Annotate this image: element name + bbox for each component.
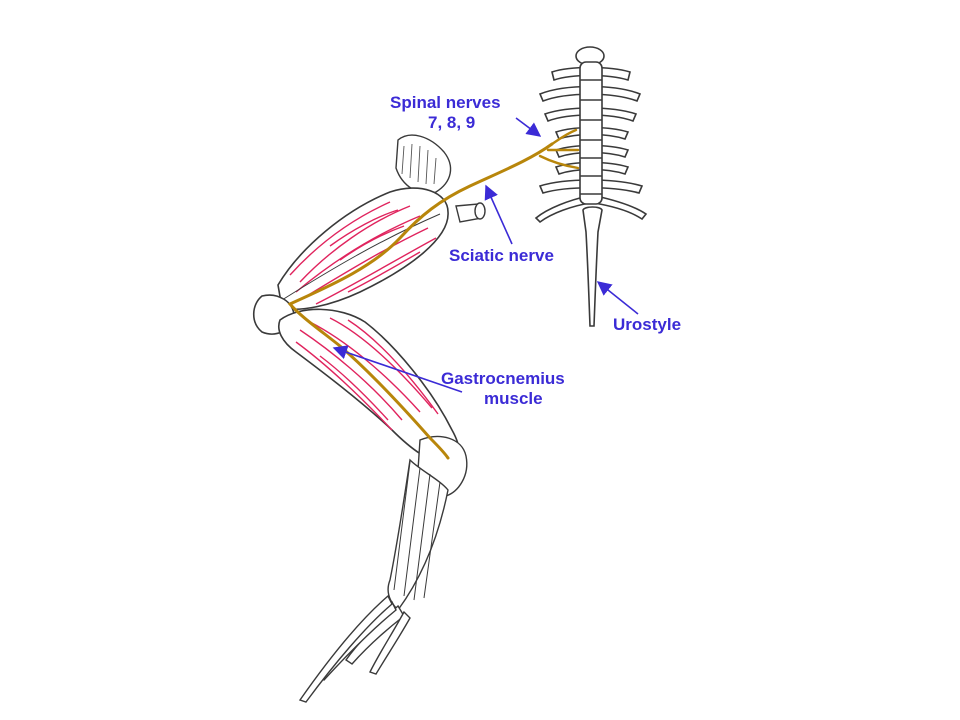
spinal-nerve-7 bbox=[550, 128, 578, 146]
cut-bone bbox=[455, 202, 486, 223]
arrow-spinal-nerves bbox=[515, 117, 542, 137]
foot bbox=[298, 435, 468, 703]
urostyle-bone bbox=[582, 206, 603, 327]
arrow-gastrocnemius bbox=[332, 345, 463, 393]
thigh-muscle bbox=[277, 187, 449, 311]
label-gastrocnemius: Gastrocnemius bbox=[441, 369, 565, 388]
arrow-urostyle bbox=[596, 281, 639, 315]
pelvis bbox=[395, 134, 452, 195]
label-gastrocnemius-muscle: muscle bbox=[484, 389, 543, 408]
arrow-sciatic-nerve bbox=[484, 184, 513, 245]
sacral-process-right bbox=[592, 195, 648, 221]
centra bbox=[579, 61, 603, 205]
vertebral-column bbox=[534, 46, 648, 224]
sacral-process-left bbox=[534, 195, 592, 224]
sciatic-nerve-path bbox=[287, 142, 554, 460]
label-sciatic-nerve: Sciatic nerve bbox=[449, 246, 554, 265]
label-urostyle: Urostyle bbox=[613, 315, 682, 334]
spinal-nerve-9 bbox=[538, 154, 580, 170]
label-arrows bbox=[332, 117, 639, 393]
label-spinal-nerves-numbers: 7, 8, 9 bbox=[428, 113, 476, 132]
nerve-paths bbox=[287, 128, 580, 460]
label-spinal-nerves: Spinal nerves bbox=[390, 93, 501, 112]
